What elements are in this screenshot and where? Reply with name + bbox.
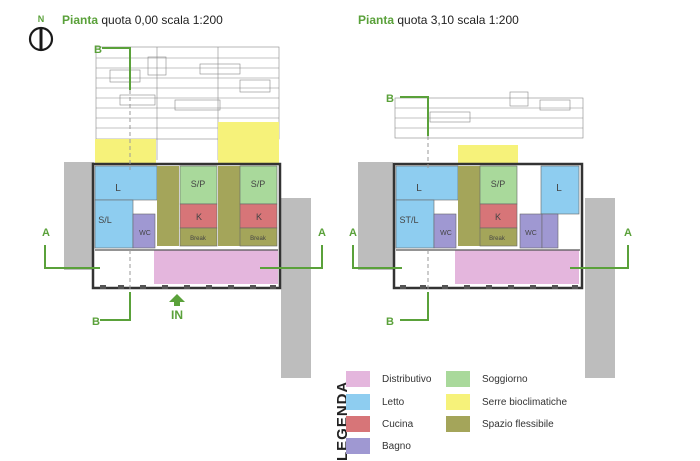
plan-title-ground: Pianta quota 0,00 scala 1:200 — [62, 13, 223, 27]
room-break — [179, 227, 218, 247]
floor-plans-drawing: N — [28, 14, 632, 378]
section-label: B — [386, 93, 394, 105]
room-bedroom — [94, 165, 158, 201]
entrance-label: IN — [171, 308, 183, 322]
section-label: A — [349, 227, 357, 239]
facade-openings — [400, 285, 578, 289]
legend-swatch — [346, 371, 370, 387]
room-label: WC — [440, 230, 452, 237]
plan-title-accent: Pianta — [62, 13, 99, 27]
room-kitchen — [239, 203, 278, 229]
room-break — [479, 227, 518, 247]
room-distribution — [455, 250, 579, 284]
room-label: Break — [190, 236, 207, 242]
section-line-b — [400, 96, 429, 321]
section-line-a — [352, 245, 629, 269]
greenhouse-space — [95, 139, 156, 166]
neighbour-building — [358, 162, 393, 270]
legend-item: Cucina — [346, 416, 413, 432]
legend-swatch — [346, 438, 370, 454]
legend-item: Spazio flessibile — [446, 416, 554, 432]
legend-swatch — [446, 394, 470, 410]
room-label: S/L — [98, 215, 112, 225]
neighbour-building — [64, 162, 94, 270]
section-label: B — [92, 316, 100, 328]
legend-label: Soggiorno — [482, 373, 528, 385]
legend-item: Soggiorno — [446, 371, 528, 387]
greenhouse-space — [218, 122, 279, 166]
room-bathroom — [541, 213, 559, 249]
legend-label: Bagno — [382, 440, 411, 452]
legend-swatch — [446, 416, 470, 432]
legend-swatch — [346, 394, 370, 410]
plan-upper: L L S/P ST/L K WC WC Break B B A A — [349, 91, 632, 378]
plan-title-accent: Pianta — [358, 13, 395, 27]
legend-label: Letto — [382, 396, 405, 408]
section-label: A — [318, 227, 326, 239]
legend-swatch — [446, 371, 470, 387]
section-label: B — [386, 316, 394, 328]
room-bathroom — [433, 213, 457, 249]
section-label: B — [94, 44, 102, 56]
plan-ground: L S/P S/P S/L K K WC Break Break B B A A — [42, 44, 326, 378]
room-label: Break — [250, 236, 267, 242]
room-label: WC — [525, 230, 537, 237]
legend-label: Cucina — [382, 418, 414, 430]
neighbour-building — [585, 198, 615, 378]
room-label: Break — [489, 236, 506, 242]
room-label: S/P — [251, 179, 266, 189]
room-label: S/P — [491, 179, 506, 189]
section-line-b — [100, 47, 131, 321]
room-flexible — [218, 166, 240, 246]
room-label: L — [115, 183, 121, 194]
room-label: K — [256, 212, 262, 222]
north-arrow-icon: N — [28, 14, 54, 52]
room-bedroom — [395, 165, 459, 201]
neighbour-building — [281, 198, 311, 378]
room-bedroom — [395, 199, 435, 249]
room-distribution — [154, 250, 278, 284]
section-label: A — [42, 227, 50, 239]
legend-label: Serre bioclimatiche — [482, 396, 568, 408]
greenhouse-space — [458, 145, 518, 166]
room-label: L — [416, 183, 422, 194]
room-break — [239, 227, 278, 247]
room-label: K — [495, 212, 501, 222]
legend-label: Distributivo — [382, 373, 432, 385]
facade-openings — [100, 285, 276, 289]
section-label: A — [624, 227, 632, 239]
room-kitchen — [179, 203, 218, 229]
plan-title-text: quota 3,10 scala 1:200 — [397, 13, 519, 27]
room-label: ST/L — [399, 215, 418, 225]
legend-swatch — [346, 416, 370, 432]
legend-label: Spazio flessibile — [482, 418, 554, 430]
legend-item: Letto — [346, 394, 404, 410]
roof-wireframe — [394, 91, 584, 139]
legend-item: Serre bioclimatiche — [446, 394, 567, 410]
plan-title-text: quota 0,00 scala 1:200 — [101, 13, 223, 27]
entrance-arrow-icon — [169, 294, 185, 302]
compass-label: N — [38, 14, 45, 24]
room-bathroom — [132, 213, 156, 249]
room-label: K — [196, 212, 202, 222]
room-label: S/P — [191, 179, 206, 189]
room-flexible — [157, 166, 179, 246]
plan-title-upper: Pianta quota 3,10 scala 1:200 — [358, 13, 519, 27]
room-label: WC — [139, 230, 151, 237]
room-bedroom — [540, 165, 580, 215]
room-label: L — [556, 183, 562, 194]
room-flexible — [458, 166, 480, 246]
legend-item: Distributivo — [346, 371, 431, 387]
room-living — [239, 165, 278, 205]
legend-item: Bagno — [346, 438, 411, 454]
room-bedroom — [94, 199, 134, 249]
section-line-a — [44, 245, 323, 269]
